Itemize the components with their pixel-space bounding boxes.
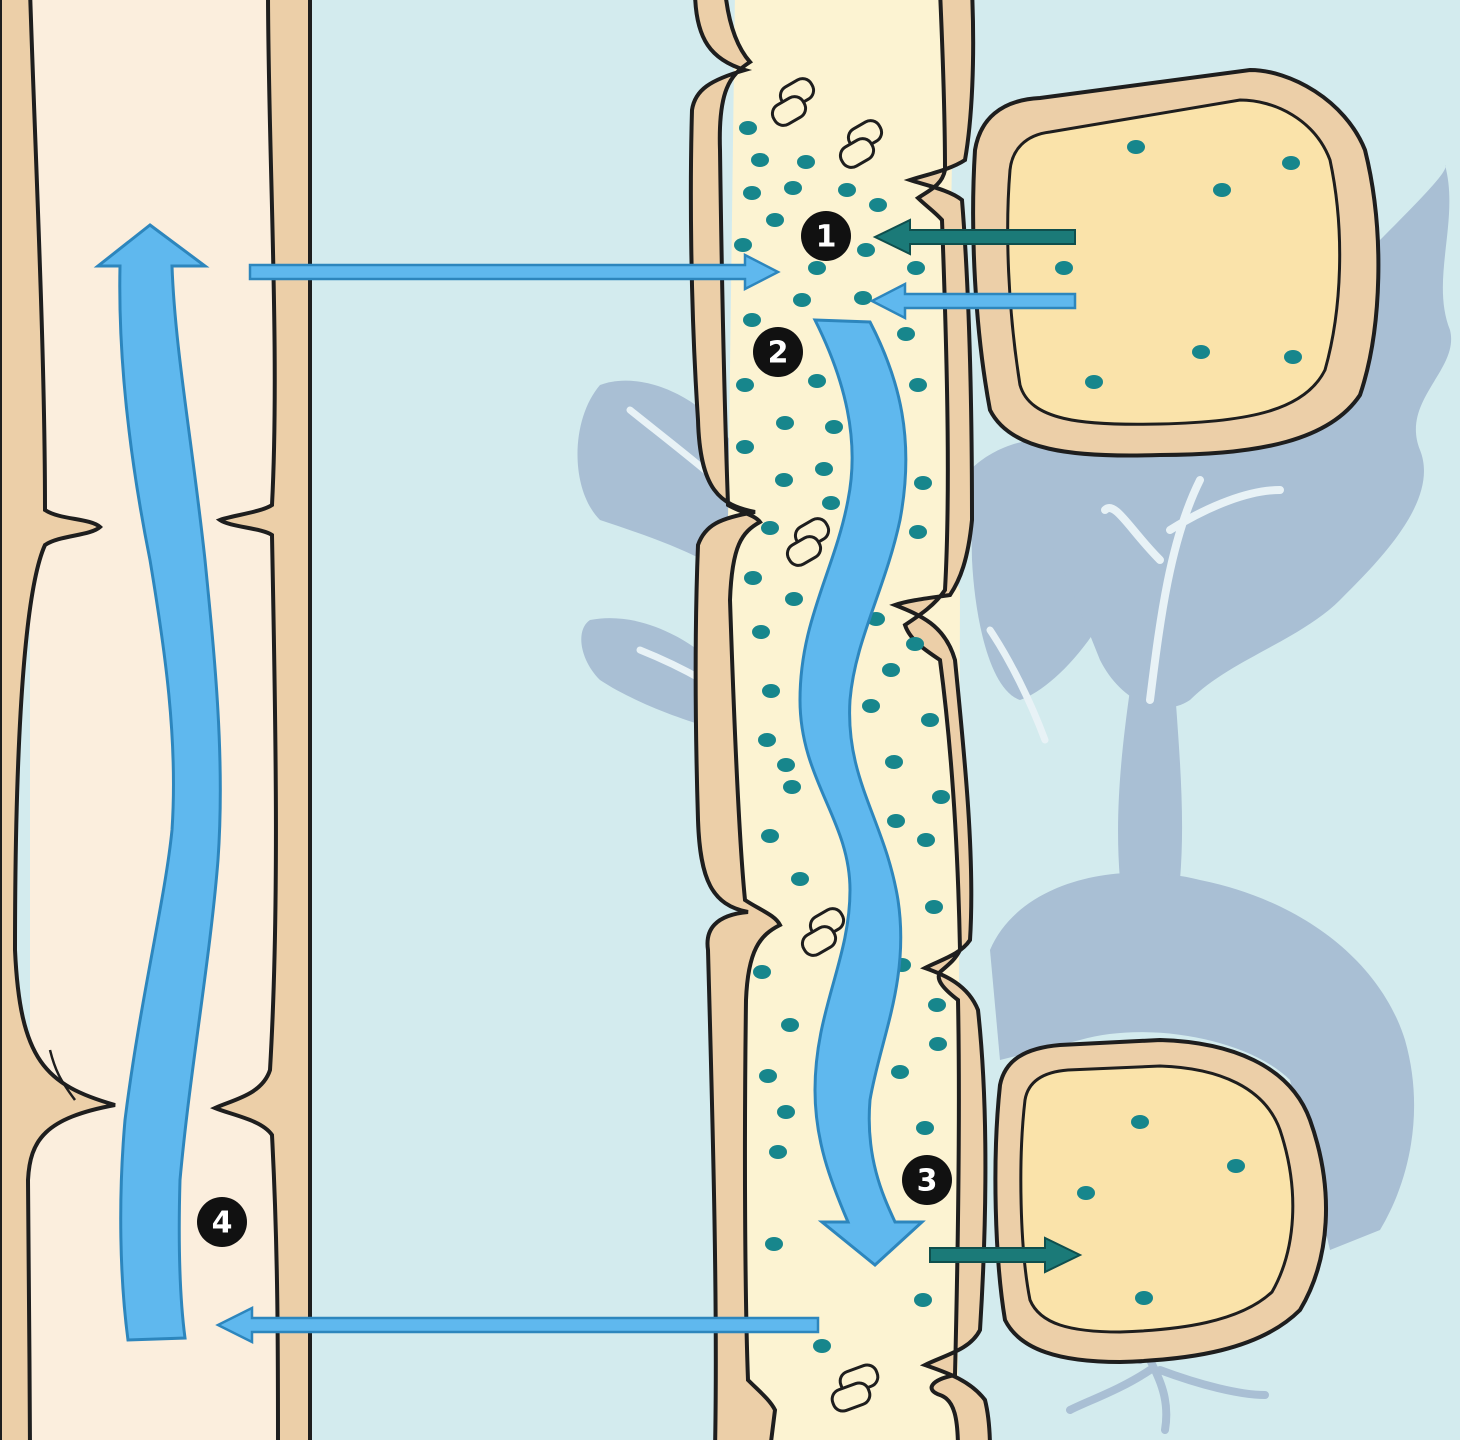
sucrose-dot xyxy=(736,378,754,392)
sucrose-dot xyxy=(909,378,927,392)
sucrose-dot xyxy=(744,571,762,585)
sucrose-dot xyxy=(776,416,794,430)
sucrose-dot xyxy=(783,780,801,794)
step-badge-4: 4 xyxy=(197,1197,247,1247)
sucrose-dot xyxy=(1227,1159,1245,1173)
sucrose-dot xyxy=(862,699,880,713)
sucrose-dot xyxy=(869,198,887,212)
step-badge-2: 2 xyxy=(753,327,803,377)
sucrose-dot xyxy=(785,592,803,606)
sucrose-dot xyxy=(766,213,784,227)
sucrose-dot xyxy=(916,1121,934,1135)
sucrose-dot xyxy=(909,525,927,539)
step-badge-1: 1 xyxy=(801,211,851,261)
sucrose-dot xyxy=(775,473,793,487)
sucrose-dot xyxy=(882,663,900,677)
step-label: 1 xyxy=(816,220,837,255)
sucrose-dot xyxy=(743,186,761,200)
sucrose-dot xyxy=(777,1105,795,1119)
sucrose-dot xyxy=(769,1145,787,1159)
step-label: 2 xyxy=(768,336,789,371)
sucrose-dot xyxy=(1284,350,1302,364)
sucrose-dot xyxy=(1085,375,1103,389)
sucrose-dot xyxy=(734,238,752,252)
sucrose-dot xyxy=(917,833,935,847)
sucrose-dot xyxy=(762,684,780,698)
sucrose-dot xyxy=(758,733,776,747)
sucrose-dot xyxy=(925,900,943,914)
sucrose-dot xyxy=(928,998,946,1012)
sucrose-dot xyxy=(897,327,915,341)
sucrose-dot xyxy=(784,181,802,195)
sucrose-dot xyxy=(759,1069,777,1083)
sucrose-dot xyxy=(1055,261,1073,275)
sucrose-dot xyxy=(753,965,771,979)
sucrose-dot xyxy=(857,243,875,257)
sucrose-dot xyxy=(891,1065,909,1079)
sucrose-dot xyxy=(885,755,903,769)
sucrose-dot xyxy=(1192,345,1210,359)
sucrose-dot xyxy=(781,1018,799,1032)
sucrose-dot xyxy=(813,1339,831,1353)
sucrose-dot xyxy=(765,1237,783,1251)
sucrose-dot xyxy=(761,829,779,843)
sucrose-dot xyxy=(1135,1291,1153,1305)
sucrose-dot xyxy=(1127,140,1145,154)
sucrose-dot xyxy=(1131,1115,1149,1129)
sucrose-dot xyxy=(743,313,761,327)
sucrose-dot xyxy=(825,420,843,434)
sucrose-dot xyxy=(907,261,925,275)
sucrose-dot xyxy=(797,155,815,169)
sucrose-dot xyxy=(739,121,757,135)
sucrose-dot xyxy=(752,625,770,639)
sucrose-dot xyxy=(793,293,811,307)
sucrose-dot xyxy=(1077,1186,1095,1200)
step-label: 3 xyxy=(917,1164,938,1199)
sucrose-dot xyxy=(808,374,826,388)
sucrose-dot xyxy=(1213,183,1231,197)
sucrose-dot xyxy=(761,521,779,535)
step-badge-3: 3 xyxy=(902,1155,952,1205)
sucrose-dot xyxy=(906,637,924,651)
source-cell xyxy=(973,70,1378,456)
sucrose-dot xyxy=(854,291,872,305)
sucrose-dot xyxy=(1282,156,1300,170)
sucrose-dot xyxy=(777,758,795,772)
sucrose-dot xyxy=(914,476,932,490)
sucrose-dot xyxy=(822,496,840,510)
sucrose-dot xyxy=(914,1293,932,1307)
sucrose-dot xyxy=(921,713,939,727)
sink-cell xyxy=(995,1040,1326,1362)
sucrose-dot xyxy=(815,462,833,476)
sucrose-dot xyxy=(751,153,769,167)
sucrose-dot xyxy=(887,814,905,828)
sucrose-dot xyxy=(736,440,754,454)
sucrose-dot xyxy=(929,1037,947,1051)
step-label: 4 xyxy=(212,1206,233,1241)
sucrose-dot xyxy=(838,183,856,197)
sucrose-dot xyxy=(932,790,950,804)
sucrose-dot xyxy=(791,872,809,886)
sucrose-dot xyxy=(808,261,826,275)
